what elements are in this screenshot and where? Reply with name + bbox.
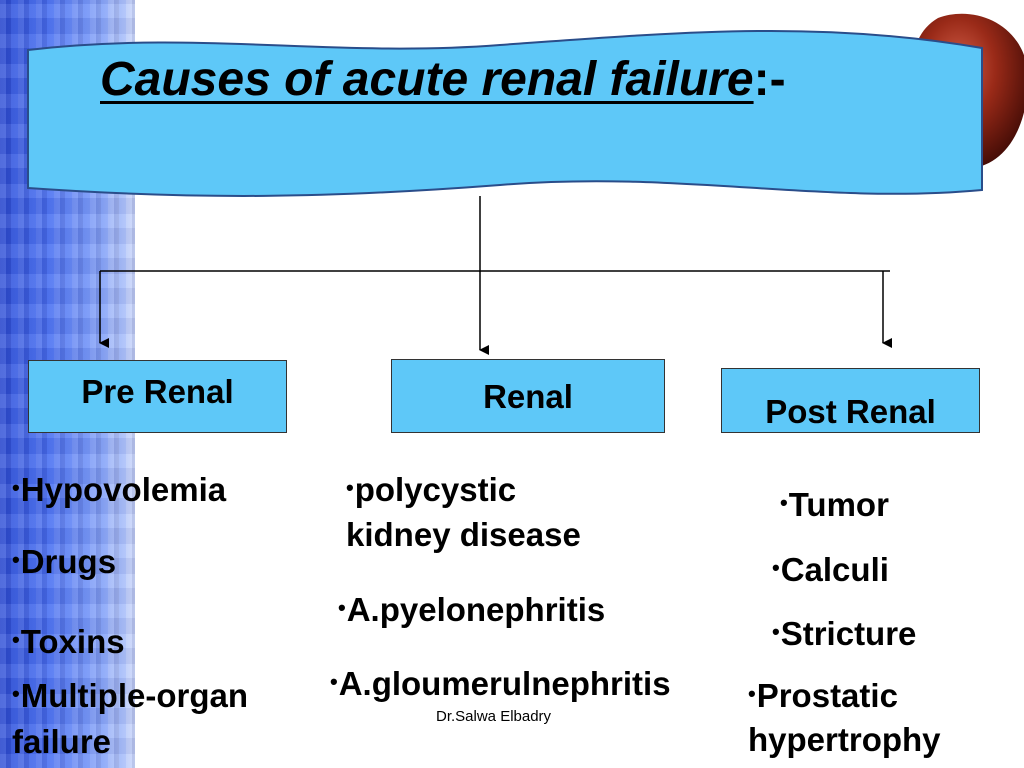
list-item: •Toxins xyxy=(12,623,125,660)
list-item-continuation: kidney disease xyxy=(346,516,581,553)
list-item: •A.gloumerulnephritis xyxy=(330,665,671,702)
list-item-continuation: hypertrophy xyxy=(748,721,941,758)
list-item: •A.pyelonephritis xyxy=(338,591,606,628)
category-label: Renal xyxy=(483,378,573,415)
list-item: •Multiple-organ xyxy=(12,677,249,714)
category-label: Pre Renal xyxy=(81,372,234,410)
list-item: •Prostatic xyxy=(748,677,898,714)
category-box-renal: Renal xyxy=(391,359,665,433)
list-item: •polycystic xyxy=(346,471,517,508)
list-item: •Drugs xyxy=(12,543,117,580)
category-box-post-renal: Post Renal xyxy=(721,368,980,433)
slide-footer-author: Dr.Salwa Elbadry xyxy=(436,708,552,725)
list-item: •Hypovolemia xyxy=(12,471,227,508)
list-item: •Calculi xyxy=(772,551,889,588)
list-item: •Tumor xyxy=(780,486,889,523)
slide-title: Causes of acute renal failure:- xyxy=(100,53,786,106)
category-label: Post Renal xyxy=(765,392,936,430)
list-item: •Stricture xyxy=(772,615,917,652)
list-item-continuation: failure xyxy=(12,723,112,760)
title-banner xyxy=(27,29,983,197)
category-box-pre-renal: Pre Renal xyxy=(28,360,287,433)
